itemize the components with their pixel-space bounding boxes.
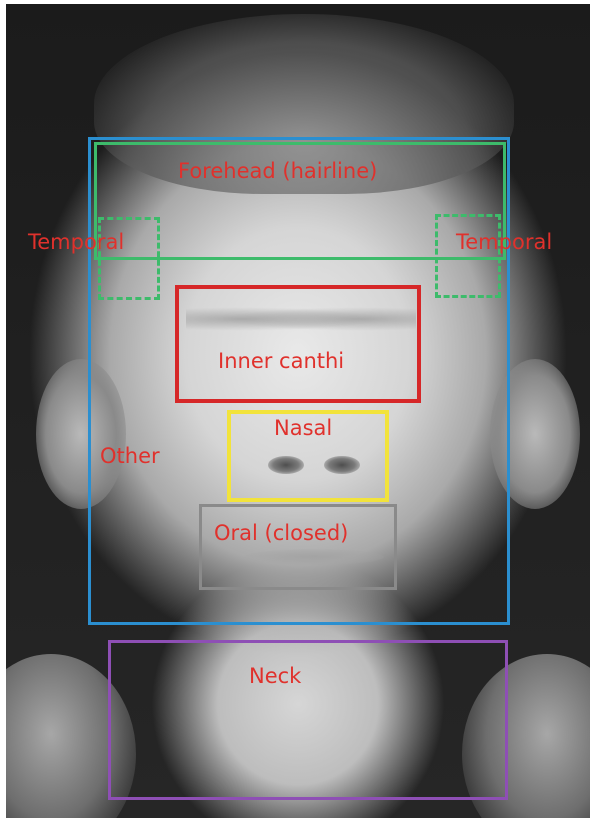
neck-label: Neck <box>249 664 301 688</box>
other-label: Other <box>100 444 160 468</box>
inner-canthi-region-box <box>175 285 421 403</box>
oral-label: Oral (closed) <box>214 521 348 545</box>
oral-region-box <box>199 504 397 590</box>
temporal-right-region-box <box>435 214 501 298</box>
forehead-label: Forehead (hairline) <box>178 159 377 183</box>
neck-region-box <box>108 640 508 800</box>
nasal-label: Nasal <box>274 416 332 440</box>
temporal-right-label: Temporal <box>456 230 552 254</box>
inner-canthi-label: Inner canthi <box>218 349 344 373</box>
thermal-face-image: Forehead (hairline) Temporal Temporal In… <box>6 4 590 818</box>
temporal-left-label: Temporal <box>28 230 124 254</box>
